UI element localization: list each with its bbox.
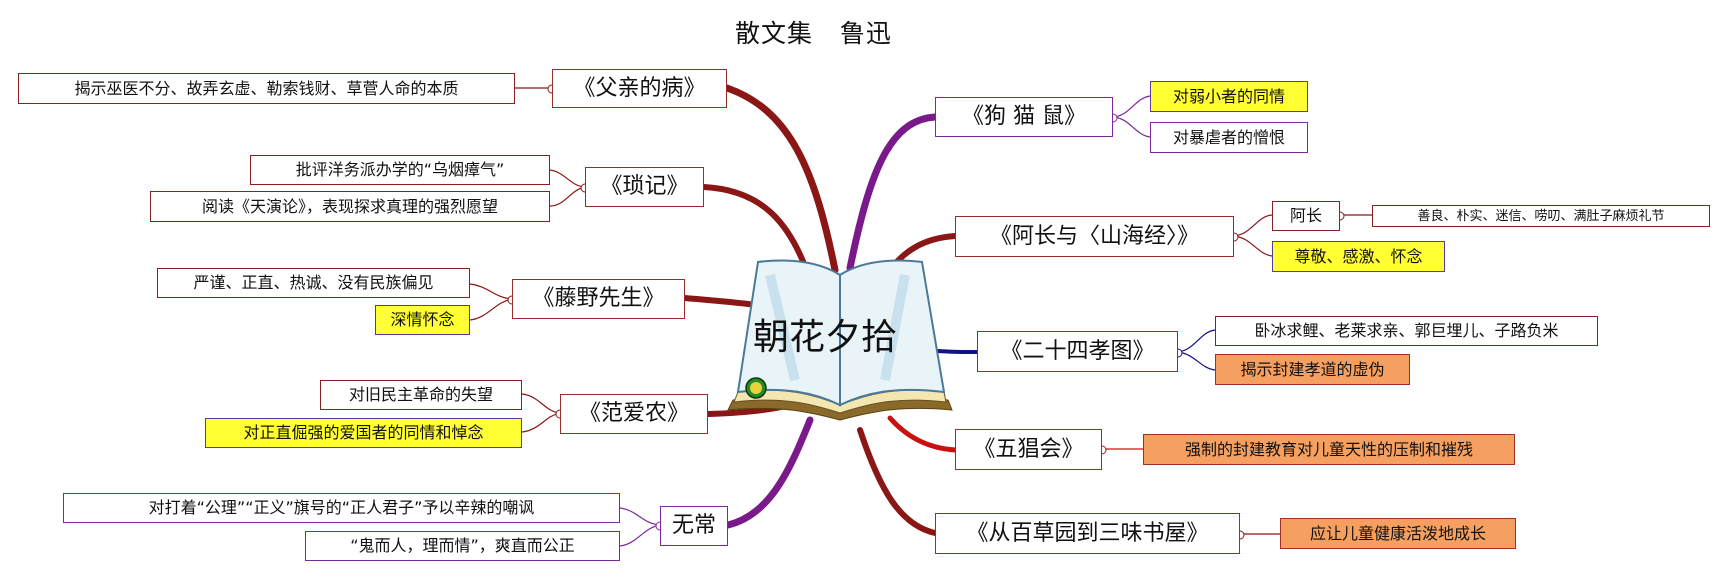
page-title: 散文集 鲁迅 xyxy=(735,19,892,48)
note-achang-2: 尊敬、感激、怀念 xyxy=(1272,241,1445,272)
connector-fanainong-notes xyxy=(521,393,561,433)
note-baicaoyuan: 应让儿童健康活泼地成长 xyxy=(1280,518,1516,549)
note-achang-sub: 阿长 xyxy=(1272,201,1340,231)
note-tengye-2: 深情怀念 xyxy=(375,305,470,335)
connector-tengye-notes xyxy=(469,283,513,321)
topic-suoji[interactable]: 《琐记》 xyxy=(585,167,704,207)
topic-wuchang[interactable]: 无常 xyxy=(660,506,728,546)
note-gou-1: 对弱小者的同情 xyxy=(1150,81,1308,112)
note-suoji-1: 批评洋务派办学的“乌烟瘴气” xyxy=(250,155,550,185)
note-tengye-1: 严谨、正直、热诚、没有民族偏见 xyxy=(157,268,470,298)
note-suoji-2: 阅读《天演论》，表现探求真理的强烈愿望 xyxy=(150,191,550,222)
note-wuchang-2: “鬼而人，理而情”，爽直而公正 xyxy=(305,531,620,561)
note-fuqin: 揭示巫医不分、故弄玄虚、勒索钱财、草菅人命的本质 xyxy=(18,73,515,104)
note-ershisi-2: 揭示封建孝道的虚伪 xyxy=(1215,354,1410,385)
branch-wuchanghui xyxy=(887,415,958,453)
note-ershisi-1: 卧冰求鲤、老莱求亲、郭巨埋儿、子路负米 xyxy=(1215,316,1598,346)
branch-baicaoyuan xyxy=(857,427,938,536)
topic-baicaoyuan-sanweishuwu[interactable]: 《从百草园到三味书屋》 xyxy=(935,513,1240,554)
note-fanainong-2: 对正直倔强的爱国者的同情和悼念 xyxy=(205,418,522,448)
connector-gou-notes xyxy=(1112,95,1151,138)
note-achang-subnote: 善良、朴实、迷信、唠叨、满肚子麻烦礼节 xyxy=(1372,205,1710,227)
topic-tengye-xiansheng[interactable]: 《藤野先生》 xyxy=(512,279,685,319)
topic-gou-mao-shu[interactable]: 《狗 猫 鼠》 xyxy=(935,97,1113,137)
open-book-icon xyxy=(727,259,953,421)
connector-ershisi-notes xyxy=(1177,329,1216,371)
branch-suoji xyxy=(701,184,813,283)
center-topic: 朝花夕拾 xyxy=(753,317,898,358)
note-wuchanghui: 强制的封建教育对儿童天性的压制和摧残 xyxy=(1143,434,1515,465)
note-wuchang-1: 对打着“公理”“正义”旗号的“正人君子”予以辛辣的嘲讽 xyxy=(63,493,620,523)
topic-wuchanghui[interactable]: 《五猖会》 xyxy=(955,429,1102,470)
topic-achang-shanhaijing[interactable]: 《阿长与〈山海经〉》 xyxy=(955,216,1234,257)
branch-gou xyxy=(846,113,939,272)
topic-fan-ainong[interactable]: 《范爱农》 xyxy=(560,394,708,434)
connector-suoji-notes xyxy=(549,169,586,207)
branch-fuqin xyxy=(723,84,839,274)
connector-achang-notes xyxy=(1233,214,1273,257)
connector-wuchang-notes xyxy=(619,507,661,547)
note-fanainong-1: 对旧民主革命的失望 xyxy=(320,380,522,410)
topic-ershisi-xiaotu[interactable]: 《二十四孝图》 xyxy=(977,331,1178,372)
topic-fuqin-de-bing[interactable]: 《父亲的病》 xyxy=(552,69,727,108)
branch-wuchang xyxy=(724,416,814,529)
note-gou-2: 对暴虐者的憎恨 xyxy=(1150,122,1308,153)
